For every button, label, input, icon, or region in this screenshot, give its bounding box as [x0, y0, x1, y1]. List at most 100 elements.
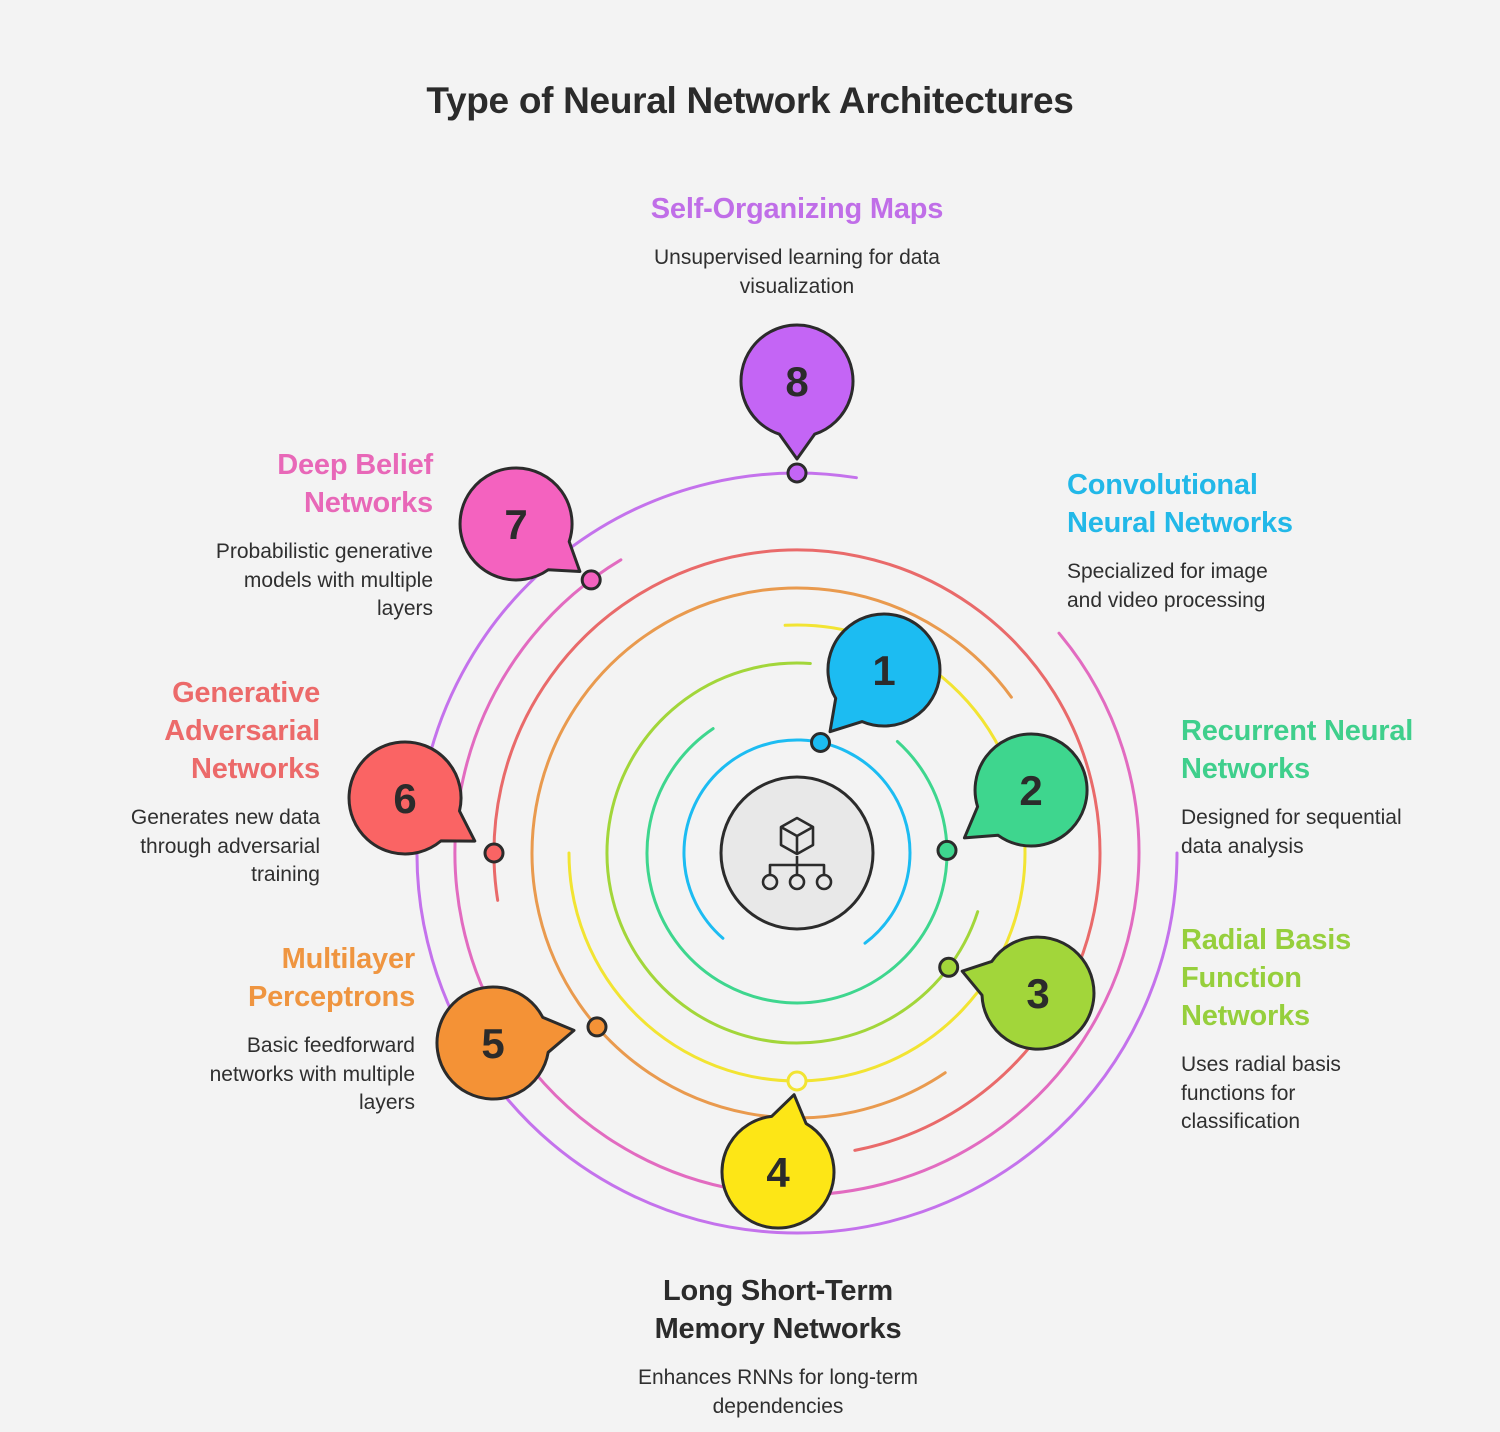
item-description-line: layers: [376, 597, 433, 620]
item-title-line: Adversarial: [164, 715, 320, 747]
number-bubble-6: [347, 740, 477, 856]
item-title-line: Networks: [1181, 753, 1310, 785]
ring-dot-3: [938, 956, 960, 978]
item-description-line: Enhances RNNs for long-term: [637, 1366, 919, 1389]
ring-dot-2: [936, 839, 958, 861]
number-bubble-7: [458, 466, 582, 582]
cube-hierarchy-icon: [761, 816, 833, 891]
item-description: Generates new data through adversarial tra…: [60, 804, 320, 890]
item-description: Enhances RNNs for long-term dependencies: [578, 1364, 978, 1421]
marker-6: 6: [347, 740, 505, 864]
item-title-line: Memory Networks: [654, 1313, 902, 1345]
item-title-line: Long Short-Term: [662, 1275, 894, 1307]
item-description-line: training: [251, 863, 320, 886]
item-description-line: Uses radial basis: [1181, 1053, 1341, 1076]
item-description-line: dependencies: [712, 1394, 844, 1418]
marker-3: 3: [938, 935, 1096, 1051]
number-label-3: 3: [1026, 970, 1049, 1017]
item-description-line: Designed for sequential: [1181, 806, 1402, 829]
marker-2: 2: [936, 732, 1089, 861]
item-description-line: layers: [358, 1091, 415, 1114]
item-title-line: Radial Basis: [1181, 924, 1352, 956]
item-description-line: classification: [1181, 1110, 1301, 1133]
item-title-line: Generative: [172, 677, 320, 709]
item-description-line: data analysis: [1181, 834, 1304, 858]
number-label-5: 5: [481, 1020, 504, 1067]
ring-arc-1: [682, 738, 912, 945]
item-title-line: Perceptrons: [247, 981, 415, 1013]
ring-dot-7: [580, 569, 602, 591]
number-label-6: 6: [393, 775, 416, 822]
item-description-line: networks with multiple: [209, 1062, 415, 1086]
number-bubble-2: [962, 732, 1089, 848]
center-hub: [719, 775, 875, 931]
ring-dot-8: [786, 462, 808, 484]
item-description-line: Unsupervised learning for data: [653, 246, 940, 269]
ring-arc-5: [530, 586, 1013, 1120]
number-bubble-4: [720, 1093, 836, 1230]
marker-5: 5: [435, 985, 608, 1101]
marker-1: 1: [810, 612, 942, 753]
marker-7: 7: [458, 466, 602, 591]
item-title-line: Neural Networks: [1067, 507, 1293, 539]
item-description: Unsupervised learning for data visualizat…: [558, 244, 1036, 301]
marker-4: 4: [720, 1070, 836, 1230]
number-bubble-1: [826, 612, 942, 734]
item-description-line: Specialized for image: [1067, 560, 1268, 583]
number-label-1: 1: [872, 647, 895, 694]
ring-dot-6: [483, 842, 505, 864]
number-bubble-8: [739, 323, 855, 461]
item-title-line: Convolutional: [1067, 469, 1258, 501]
item-description-line: Basic feedforward: [246, 1034, 415, 1057]
number-bubble-5: [435, 985, 576, 1101]
item-description-line: models with multiple: [243, 568, 433, 592]
item-description: Designed for sequential data analysis: [1181, 804, 1481, 861]
item-title-line: Function: [1181, 962, 1302, 994]
item-description: Basic feedforward networks with multiple l…: [115, 1032, 415, 1118]
item-description-line: Generates new data: [130, 806, 320, 829]
ring-arc-3: [605, 661, 980, 1045]
number-label-7: 7: [504, 501, 527, 548]
item-title-line: Multilayer: [281, 943, 416, 975]
item-title-line: Self-Organizing Maps: [650, 193, 944, 225]
number-label-8: 8: [785, 358, 808, 405]
item-title-line: Networks: [1181, 1000, 1310, 1032]
number-label-2: 2: [1019, 767, 1042, 814]
item-description-line: visualization: [739, 274, 855, 298]
item-description-line: Probabilistic generative: [215, 540, 433, 563]
ring-dot-1: [810, 732, 831, 753]
ring-arc-4: [567, 623, 1027, 1083]
item-description-line: functions for: [1181, 1081, 1296, 1105]
number-label-4: 4: [766, 1149, 790, 1196]
item-description: Specialized for image and video processin…: [1067, 558, 1387, 615]
item-description: Probabilistic generative models with mult…: [130, 538, 433, 624]
item-title-line: Deep Belief: [277, 449, 433, 481]
item-title: Self-Organizing Maps: [558, 190, 1036, 228]
item-title-line: Networks: [191, 753, 320, 785]
ring-dot-4: [786, 1070, 808, 1092]
item-title-line: Networks: [304, 487, 433, 519]
ring-arc-8: [415, 471, 1179, 1235]
marker-8: 8: [739, 323, 855, 484]
item-title-line: Recurrent Neural: [1181, 715, 1414, 747]
item-description: Uses radial basis functions for classifica…: [1181, 1051, 1441, 1137]
item-description-line: through adversarial: [140, 834, 320, 858]
item-description-line: and video processing: [1067, 588, 1266, 612]
page-title: Type of Neural Network Architectures: [426, 80, 1074, 121]
